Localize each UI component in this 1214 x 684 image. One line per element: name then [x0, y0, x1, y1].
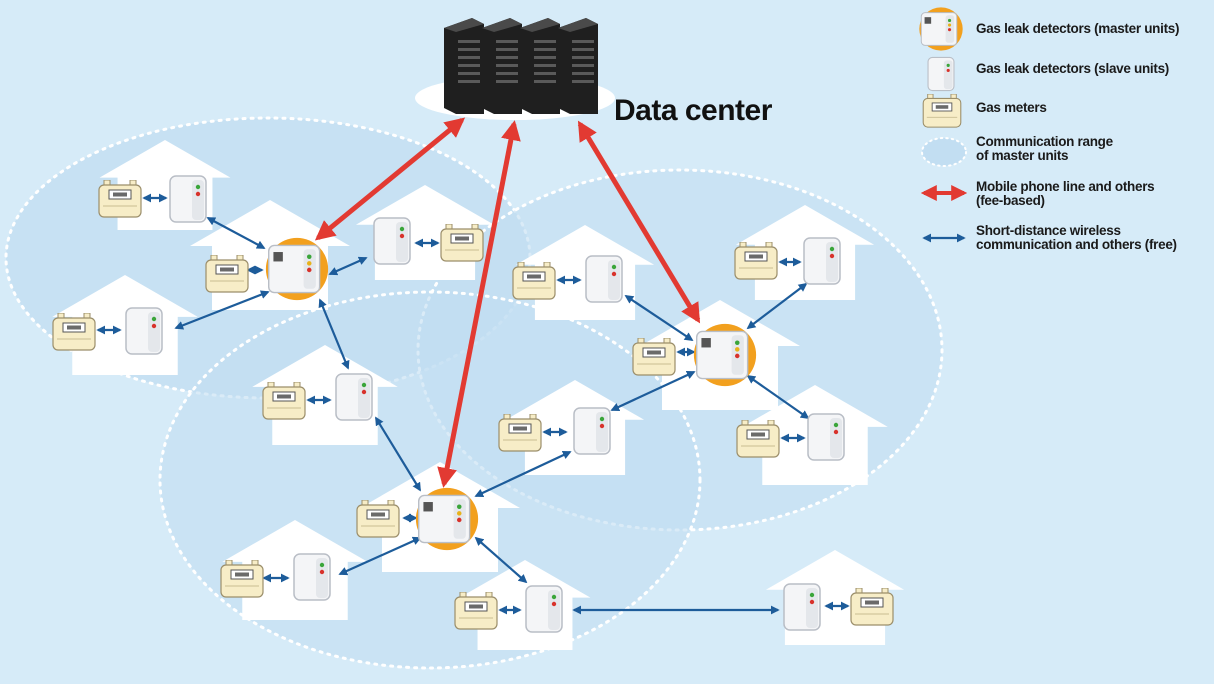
wireless-link: [474, 450, 572, 498]
gas-meter-icon: [850, 588, 894, 626]
legend-meter-icon: [922, 94, 962, 128]
wireless-link: [746, 282, 808, 330]
server-icon: [444, 18, 484, 114]
legend-slave-icon: [927, 56, 955, 92]
slave-unit-icon: [293, 553, 331, 601]
slave-unit-icon: [803, 237, 841, 285]
slave-unit-icon: [125, 307, 163, 355]
wireless-link: [338, 536, 422, 576]
mobile-link-master-3: [437, 120, 521, 488]
legend-master-icon: [918, 6, 964, 52]
slave-unit-icon: [525, 585, 563, 633]
slave-unit-icon: [373, 217, 411, 265]
server-icon: [520, 18, 560, 114]
gas-meter-icon: [356, 500, 400, 538]
slave-unit-icon: [573, 407, 611, 455]
legend-icons: [918, 6, 968, 243]
legend-label-mobile: Mobile phone line and others (fee-based): [976, 179, 1155, 208]
wireless-link: [206, 217, 266, 249]
server-icon: [482, 18, 522, 114]
gas-meter-icon: [52, 313, 96, 351]
master-unit-icon: [415, 487, 479, 551]
legend-label-master: Gas leak detectors (master units): [976, 21, 1180, 36]
gas-meter-icon: [440, 224, 484, 262]
server-icon: [558, 18, 598, 114]
gas-meter-icon: [734, 242, 778, 280]
gas-meter-icon: [220, 560, 264, 598]
slave-unit-icon: [783, 583, 821, 631]
mobile-lines: [314, 117, 701, 488]
gas-meter-icon: [632, 338, 676, 376]
legend-label-range: Communication range of master units: [976, 134, 1113, 163]
slave-unit-icon: [335, 373, 373, 421]
wireless-link: [328, 256, 368, 276]
gas-meter-icon: [98, 180, 142, 218]
wireless-link: [610, 370, 696, 412]
gas-meter-icon: [262, 382, 306, 420]
wireless-link: [375, 416, 421, 492]
legend-label-slave: Gas leak detectors (slave units): [976, 61, 1169, 76]
wireless-link: [474, 536, 528, 584]
slave-unit-icon: [169, 175, 207, 223]
data-center-label: Data center: [614, 94, 772, 127]
wireless-link: [318, 298, 350, 370]
wireless-link: [174, 290, 270, 330]
wireless-links: [96, 193, 850, 615]
wireless-link: [746, 374, 810, 420]
gas-meter-icon: [512, 262, 556, 300]
gas-meter-icon: [498, 414, 542, 452]
master-unit-icon: [265, 237, 329, 301]
legend-label-meter: Gas meters: [976, 100, 1047, 115]
legend-range-icon: [921, 137, 967, 167]
data-center: [415, 18, 615, 120]
master-unit-icon: [693, 323, 757, 387]
gas-meter-icon: [736, 420, 780, 458]
slave-unit-icon: [807, 413, 845, 461]
gas-meter-icon: [454, 592, 498, 630]
legend-label-wireless: Short-distance wireless communication an…: [976, 223, 1177, 252]
mobile-link-master-2: [577, 120, 701, 324]
gas-meter-icon: [205, 255, 249, 293]
slave-unit-icon: [585, 255, 623, 303]
